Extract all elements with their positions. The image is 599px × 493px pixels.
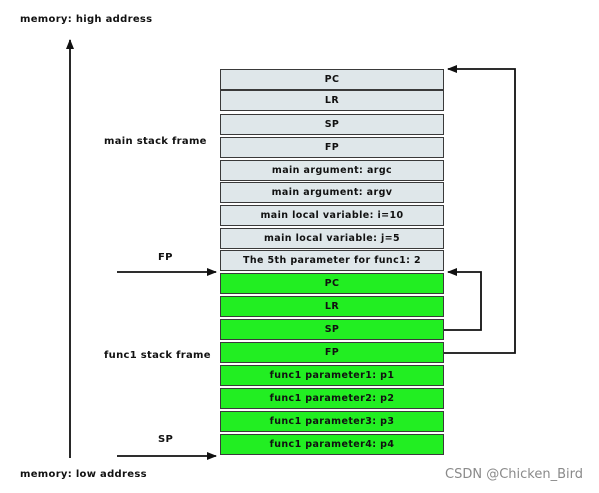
main-frame-cell-argc: main argument: argc: [220, 160, 444, 181]
low-address-label: memory: low address: [20, 469, 147, 480]
main-frame-cell-sp: SP: [220, 114, 444, 135]
func1-frame-cell-pc: PC: [220, 273, 444, 294]
sp-label: SP: [158, 434, 174, 445]
high-address-label: memory: high address: [20, 14, 153, 25]
main-frame-cell-lr: LR: [220, 90, 444, 111]
func1-frame-cell-fp: FP: [220, 342, 444, 363]
func1-frame-cell-param1: func1 parameter1: p1: [220, 365, 444, 386]
saved-fp-link-arrow: [444, 65, 516, 354]
main-frame-cell-5th-param: The 5th parameter for func1: 2: [220, 250, 444, 271]
main-frame-cell-argv: main argument: argv: [220, 182, 444, 203]
func1-frame-cell-param3: func1 parameter3: p3: [220, 411, 444, 432]
func1-frame-cell-param2: func1 parameter2: p2: [220, 388, 444, 409]
func1-stack-frame-label: func1 stack frame: [104, 350, 211, 361]
main-frame-cell-local-i: main local variable: i=10: [220, 205, 444, 226]
func1-frame-cell-param4: func1 parameter4: p4: [220, 434, 444, 455]
watermark: CSDN @Chicken_Bird: [445, 467, 583, 482]
main-stack-frame-label: main stack frame: [104, 136, 207, 147]
func1-frame-cell-sp: SP: [220, 319, 444, 340]
main-frame-cell-pc: PC: [220, 69, 444, 90]
func1-frame-cell-lr: LR: [220, 296, 444, 317]
main-frame-cell-local-j: main local variable: j=5: [220, 228, 444, 249]
main-frame-cell-fp: FP: [220, 137, 444, 158]
fp-label: FP: [158, 252, 173, 263]
saved-sp-link-arrow: [444, 268, 482, 331]
